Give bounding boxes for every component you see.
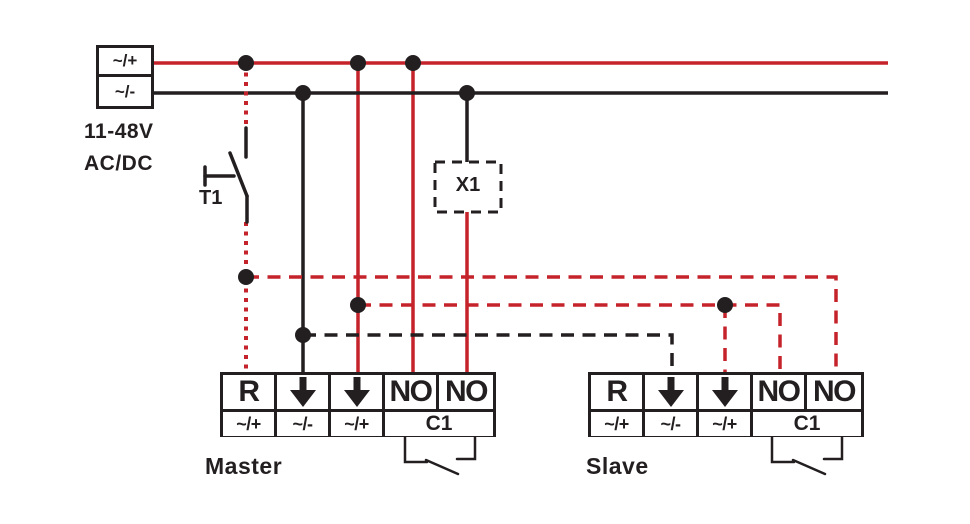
red-dashed-wires — [246, 275, 838, 372]
slave-top-row: R NO NO — [591, 375, 861, 412]
master-bottom-row: ~/+ ~/- ~/+ C1 — [223, 412, 493, 436]
master-terminal-down-1 — [277, 375, 331, 412]
junction-dot — [459, 85, 475, 101]
junction-dot — [238, 55, 254, 71]
slave-terminal-live: ~/+ — [591, 412, 645, 436]
master-terminal-no2: NO — [439, 375, 493, 412]
master-terminal-block: R NO NO ~/+ ~/- ~/+ C1 — [220, 372, 496, 437]
slave-terminal-no2: NO — [807, 375, 861, 412]
junction-dot — [295, 85, 311, 101]
master-terminal-neutral: ~/- — [277, 412, 331, 436]
t1-switch-label: T1 — [199, 187, 223, 209]
t1-blade — [228, 151, 249, 198]
slave-relay-contact — [770, 435, 844, 476]
slave-terminal-neutral: ~/- — [645, 412, 699, 436]
slave-terminal-c1: C1 — [753, 412, 861, 436]
slave-terminal-down-1 — [645, 375, 699, 412]
slave-label: Slave — [586, 453, 649, 479]
master-terminal-c1: C1 — [385, 412, 493, 436]
down-arrow-icon — [657, 377, 684, 407]
slave-terminal-r: R — [591, 375, 645, 412]
supply-rating-line1: 11-48V — [84, 120, 154, 143]
psu-terminal-neutral: ~/- — [114, 81, 136, 101]
master-terminal-live: ~/+ — [223, 412, 277, 436]
master-terminal-down-2 — [331, 375, 385, 412]
master-relay-contact — [403, 435, 477, 476]
black-dashed-wires — [303, 333, 674, 372]
down-arrow-icon — [711, 377, 738, 407]
master-terminal-no1: NO — [385, 375, 439, 412]
power-supply-box: ~/+ ~/- — [96, 45, 154, 109]
slave-terminal-down-2 — [699, 375, 753, 412]
junction-dot — [295, 327, 311, 343]
junction-dot — [717, 297, 733, 313]
junction-dot — [350, 55, 366, 71]
junction-dots — [238, 55, 733, 343]
master-label: Master — [205, 453, 283, 479]
slave-bottom-row: ~/+ ~/- ~/+ C1 — [591, 412, 861, 436]
slave-terminal-block: R NO NO ~/+ ~/- ~/+ C1 — [588, 372, 864, 437]
relay-contacts — [403, 435, 844, 476]
down-arrow-icon — [289, 377, 316, 407]
psu-terminal-live: ~/+ — [99, 48, 151, 77]
master-neutral-to-slave-dashed-wire — [303, 333, 674, 372]
slave-terminal-no1: NO — [753, 375, 807, 412]
t1-switch-symbol — [203, 126, 249, 224]
red-solid-wires — [154, 61, 888, 372]
master-live-to-slave-no1-dashed-wire — [358, 303, 782, 372]
junction-dot — [350, 297, 366, 313]
black-solid-wires — [154, 91, 888, 372]
master-terminal-live2: ~/+ — [331, 412, 385, 436]
x1-module-box — [433, 160, 503, 214]
junction-dot — [405, 55, 421, 71]
slave-terminal-live2: ~/+ — [699, 412, 753, 436]
master-top-row: R NO NO — [223, 375, 493, 412]
x1-module-label: X1 — [455, 174, 481, 196]
supply-rating-line2: AC/DC — [84, 152, 153, 175]
master-terminal-r: R — [223, 375, 277, 412]
t1-to-slave-no2-dashed-wire — [246, 275, 838, 372]
down-arrow-icon — [343, 377, 370, 407]
junction-dot — [238, 269, 254, 285]
